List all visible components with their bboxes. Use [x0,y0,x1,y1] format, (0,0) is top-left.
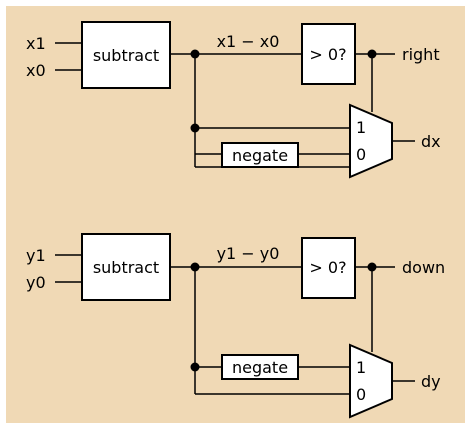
negate-block-x [221,142,299,168]
input-label-y0: y0 [26,273,46,292]
output-label-dx: dx [421,132,441,151]
mux-input-0-label-y: 0 [356,385,366,404]
mux-input-0-label-x: 0 [356,145,366,164]
output-label-dy: dy [421,372,441,391]
difference-label-y: y1 − y0 [217,244,280,263]
input-label-y1: y1 [26,246,46,265]
difference-label-x: x1 − x0 [217,32,280,51]
subtract-label-y: subtract [93,258,159,277]
negate-label-x: negate [232,146,288,165]
mux-input-1-label-x: 1 [356,118,366,137]
mux-y [349,343,393,419]
input-label-x1: x1 [26,34,46,53]
circuit-x: x1 x0 subtract x1 − x0 > 0? right negate… [26,21,441,179]
negate-block-y [221,354,299,380]
negate-label-y: negate [232,358,288,377]
input-label-x0: x0 [26,61,46,80]
mux-input-1-label-y: 1 [356,358,366,377]
subtract-label-x: subtract [93,46,159,65]
output-label-down: down [402,258,445,277]
circuit-y: y1 y0 subtract y1 − y0 > 0? down negate … [26,233,445,419]
mux-x [349,103,393,179]
compare-block-y [301,237,356,299]
output-label-right: right [402,45,440,64]
compare-block-x [301,23,356,85]
compare-label-x: > 0? [309,45,346,64]
subtract-block-x [81,21,171,89]
compare-label-y: > 0? [309,258,346,277]
